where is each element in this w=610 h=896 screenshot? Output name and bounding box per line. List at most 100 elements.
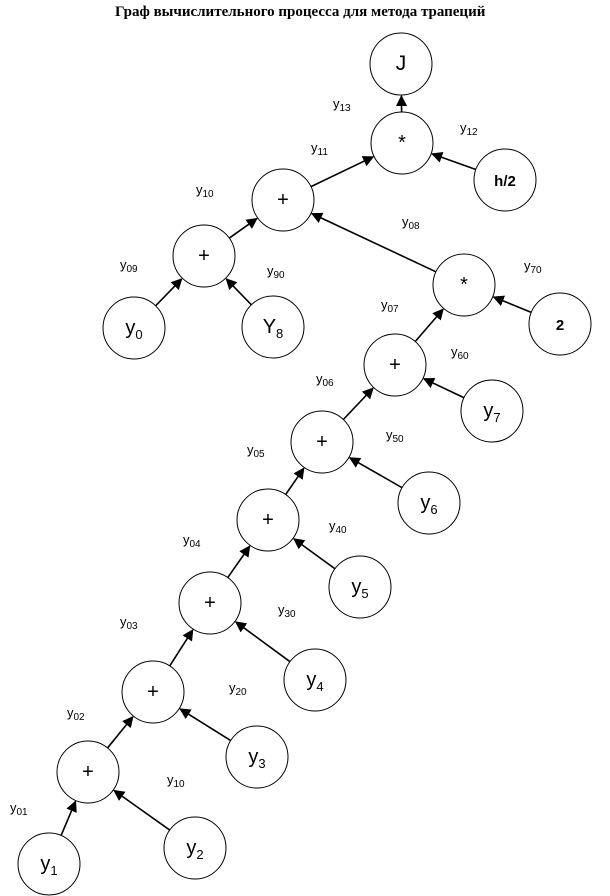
node-two: 2 (528, 292, 592, 356)
node-circle (328, 555, 392, 619)
node-h2: h/2 (473, 148, 537, 212)
node-circle (56, 740, 120, 804)
node-J: J (369, 32, 433, 96)
node-p4: + (178, 571, 242, 635)
node-y6: y6 (397, 471, 461, 535)
node-p9: + (172, 224, 236, 288)
diagram-title: Граф вычислительного процесса для метода… (115, 4, 486, 20)
node-circle (17, 832, 81, 896)
node-circle (251, 168, 315, 232)
node-Y8: Y8 (241, 295, 305, 359)
node-y3: y3 (225, 725, 289, 789)
edge-label-e60: y60 (451, 344, 469, 362)
edge-label-e09: y09 (120, 257, 138, 275)
node-circle (290, 410, 354, 474)
node-label: + (262, 509, 274, 531)
edge-label-e10b: y10 (167, 772, 185, 790)
edge-label-e06: y06 (316, 371, 334, 389)
edge-label-e30: y30 (278, 602, 296, 620)
node-label: y1 (40, 853, 57, 878)
node-p10: + (251, 168, 315, 232)
edge-label-e40: y40 (329, 518, 347, 536)
edge-label-e07: y07 (381, 297, 399, 315)
edge-p5-to-p6 (284, 467, 305, 495)
edge-Y8-to-p9 (225, 278, 252, 306)
edge-p3-to-p4 (169, 629, 194, 667)
edge-y2-to-p2 (113, 789, 171, 831)
node-p5: + (236, 488, 300, 552)
node-circle (432, 253, 496, 317)
edge-label-e02: y02 (67, 705, 85, 723)
node-m2: * (432, 253, 496, 317)
edge-y3-to-p3 (179, 708, 232, 742)
node-label: y5 (351, 576, 368, 601)
node-y1: y1 (17, 832, 81, 896)
node-label: y7 (483, 400, 500, 425)
edge-two-to-m2 (492, 295, 532, 314)
node-y0: y0 (102, 296, 166, 360)
node-m1: * (370, 111, 434, 175)
node-label: y2 (186, 837, 203, 862)
node-circle (473, 148, 537, 212)
node-p6: + (290, 410, 354, 474)
node-circle (370, 111, 434, 175)
edge-label-e03: y03 (120, 614, 138, 632)
edge-label-e50: y50 (386, 427, 404, 445)
edge-p9-to-p10 (228, 217, 258, 239)
node-circle (397, 471, 461, 535)
edge-label-e20: y20 (229, 680, 247, 698)
node-label: y6 (420, 492, 437, 517)
edge-label-e11: y11 (311, 140, 328, 158)
node-label: h/2 (494, 173, 516, 190)
node-label: + (389, 354, 401, 376)
node-circle (102, 296, 166, 360)
edge-p7-to-m2 (414, 308, 444, 343)
node-label: Y8 (263, 316, 284, 341)
edge-p6-to-p7 (342, 387, 374, 421)
node-p2: + (56, 740, 120, 804)
node-label: y0 (125, 317, 142, 342)
node-label: + (198, 245, 210, 267)
edge-y1-to-p2 (60, 800, 77, 836)
edge-label-e01: y01 (10, 800, 28, 818)
node-y5: y5 (328, 555, 392, 619)
node-label: J (396, 52, 407, 75)
node-circle (163, 816, 227, 880)
node-y2: y2 (163, 816, 227, 880)
edge-label-e90: y90 (267, 263, 285, 281)
edge-label-e12: y12 (460, 120, 478, 138)
edge-label-e08: y08 (402, 214, 420, 232)
node-circle (283, 648, 347, 712)
edge-y4-to-p4 (234, 621, 291, 663)
node-circle (363, 333, 427, 397)
node-label: + (147, 681, 159, 703)
edge-p10-to-m1 (310, 156, 375, 188)
edge-y6-to-p6 (348, 457, 403, 489)
edge-label-e70: y70 (524, 258, 542, 276)
edge-label-e05: y05 (247, 442, 265, 460)
node-y4: y4 (283, 648, 347, 712)
nodes-group: J * h/2 + + y0 Y8 * 2 + y7 + y6 + y5 + y4 + y3 + y2 y1 (17, 32, 592, 896)
node-label: * (460, 274, 468, 296)
edge-p4-to-p5 (227, 545, 251, 579)
node-label: + (204, 592, 216, 614)
node-y7: y7 (460, 379, 524, 443)
edge-label-e10: y10 (196, 182, 214, 200)
edge-h2-to-m1 (431, 151, 477, 171)
node-label: * (398, 132, 406, 154)
node-circle (460, 379, 524, 443)
edge-p2-to-p3 (106, 715, 134, 749)
node-circle (225, 725, 289, 789)
edge-y5-to-p5 (292, 538, 336, 570)
node-label: + (277, 189, 289, 211)
edge-y7-to-p7 (422, 377, 465, 399)
edge-m2-to-p10 (310, 212, 437, 273)
node-label: + (82, 761, 94, 783)
node-label: y3 (248, 746, 265, 771)
node-label: y4 (306, 669, 323, 694)
edges-group (60, 94, 532, 836)
node-p7: + (363, 333, 427, 397)
edge-y0-to-p9 (155, 278, 183, 307)
